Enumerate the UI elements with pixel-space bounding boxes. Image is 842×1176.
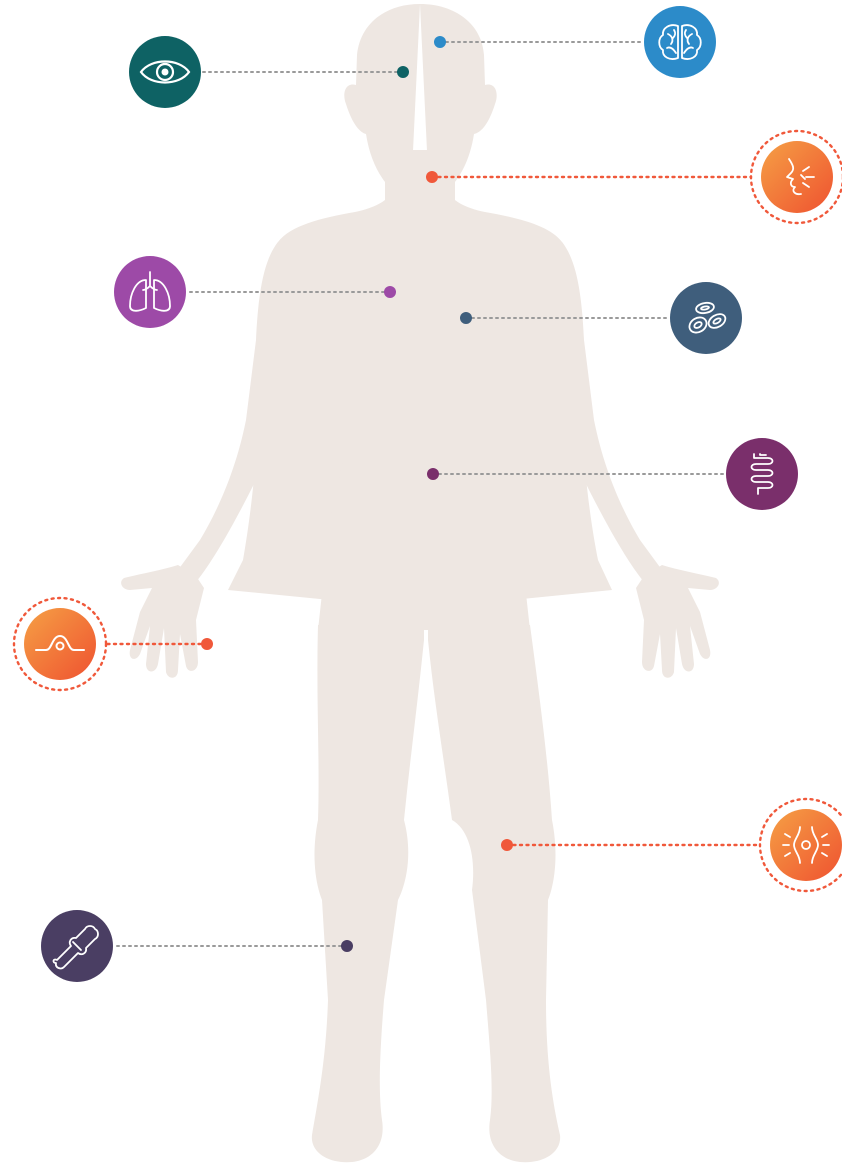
- brain-icon-badge: [644, 6, 716, 78]
- skin-icon-badge: [24, 608, 96, 680]
- lungs-location-dot: [384, 286, 396, 298]
- lungs-icon-badge: [114, 256, 186, 328]
- mouth-icon-badge: [761, 141, 833, 213]
- skin-location-dot: [201, 638, 213, 650]
- blood-location-dot: [460, 312, 472, 324]
- brain-location-dot: [434, 36, 446, 48]
- intestine-location-dot: [427, 468, 439, 480]
- blood-icon-badge: [670, 282, 742, 354]
- mouth-location-dot: [426, 171, 438, 183]
- bone-marker: [41, 910, 353, 982]
- intestine-icon-badge: [726, 438, 798, 510]
- bone-location-dot: [341, 940, 353, 952]
- mouth-marker: [426, 131, 842, 223]
- eye-location-dot: [397, 66, 409, 78]
- knee-location-dot: [501, 839, 513, 851]
- knee-icon-badge: [770, 809, 842, 881]
